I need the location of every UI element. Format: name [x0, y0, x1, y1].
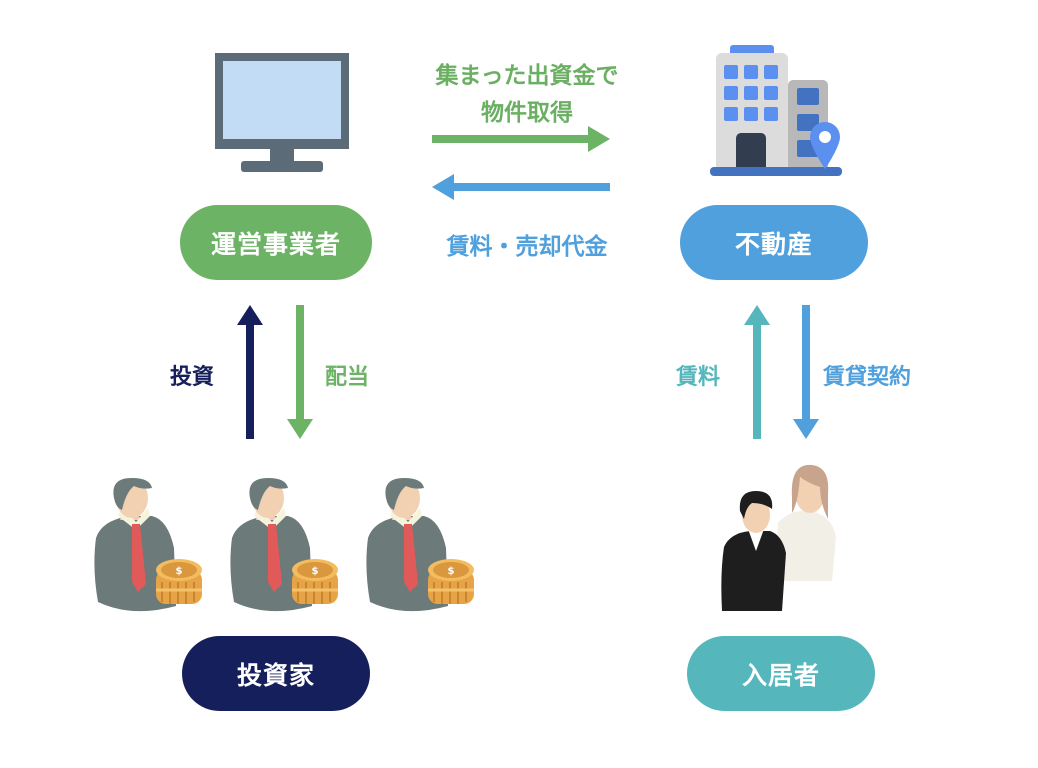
- arrow-up-investment-icon: [237, 305, 263, 439]
- acquisition-label-line2: 物件取得: [481, 100, 573, 126]
- investor-with-coins-icon: [228, 476, 340, 613]
- arrow-right-icon: [432, 126, 610, 152]
- acquisition-label-line1: 集まった出資金で: [435, 63, 619, 89]
- arrow-up-rent-icon: [744, 305, 770, 439]
- computer-monitor-icon: [215, 53, 349, 172]
- tenant-node: 入居者: [687, 636, 875, 711]
- investor-with-coins-icon: [364, 476, 476, 613]
- investor-with-coins-icon: $: [94, 478, 202, 612]
- arrow-down-dividend-icon: [287, 305, 313, 439]
- real-estate-node: 不動産: [680, 205, 868, 280]
- investment-label: 投資: [170, 365, 215, 390]
- proceeds-label: 賃料・売却代金: [446, 234, 608, 260]
- svg-text:$: $: [176, 566, 183, 577]
- building-icon: [710, 45, 842, 176]
- lease-label: 賃貸契約: [823, 365, 912, 390]
- arrow-down-lease-icon: [793, 305, 819, 439]
- rent-label: 賃料: [676, 365, 721, 390]
- operator-node: 運営事業者: [180, 205, 372, 280]
- arrow-left-icon: [432, 174, 610, 200]
- tenant-couple-icon: [721, 464, 836, 611]
- dividend-label: 配当: [325, 365, 370, 390]
- investor-node: 投資家: [182, 636, 370, 711]
